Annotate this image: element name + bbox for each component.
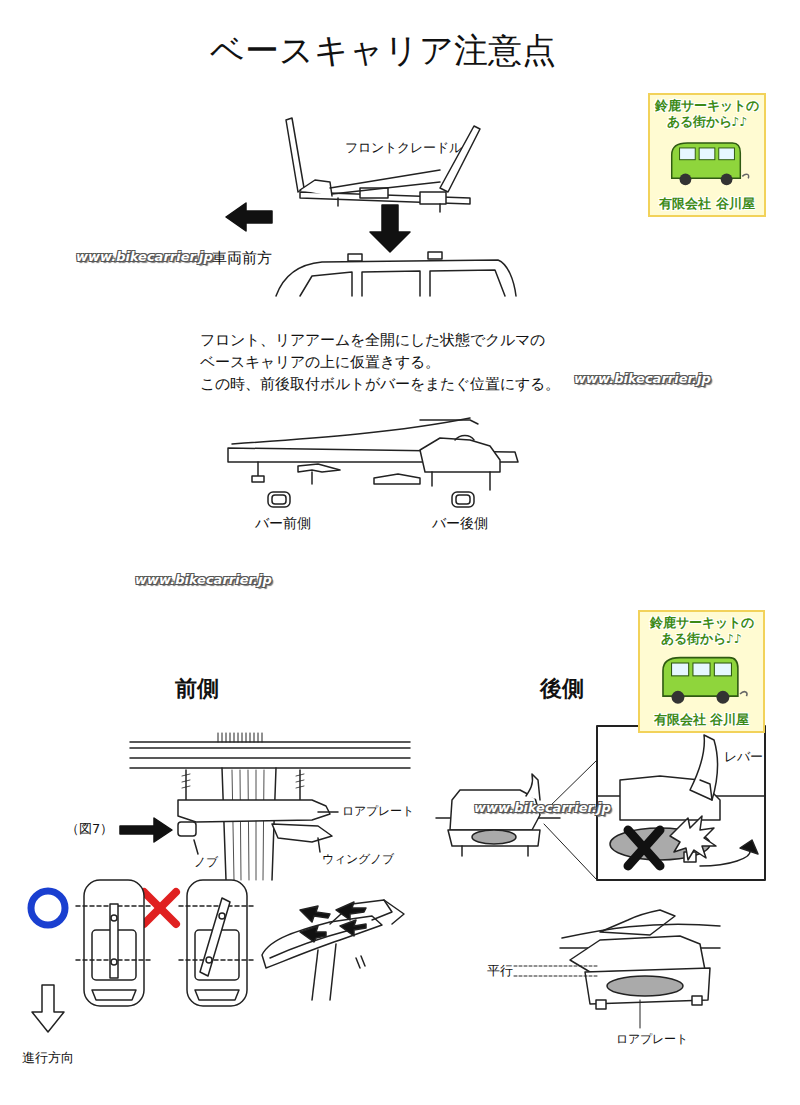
car-roof [276, 252, 516, 296]
front-cradle-drawing [286, 118, 480, 212]
badge-slogan: 鈴鹿サーキットの ある街から♪♪ [643, 615, 760, 648]
badge-company: 有限会社 谷川屋 [653, 196, 761, 212]
instruction-text: フロント、リアアームを全開にした状態でクルマの [200, 331, 545, 349]
badge-slogan: 鈴鹿サーキットの ある街から♪♪ [653, 98, 761, 131]
wing-knob-sketch [262, 900, 404, 1000]
badge-company: 有限会社 谷川屋 [643, 712, 760, 728]
ok-mark [31, 891, 65, 925]
watermark: www.bikecarrier.jp [135, 572, 272, 588]
part-label: ロアプレート [616, 1032, 688, 1046]
rear-detail-box [597, 726, 765, 880]
side-view-drawing [228, 418, 518, 507]
instruction-text: ベースキャリアの上に仮置きする。 [200, 353, 440, 371]
direction-label: 車両前方 [212, 249, 272, 267]
part-label: ノブ [194, 855, 218, 869]
page-title: ベースキャリア注意点 [0, 28, 766, 74]
shop-badge: 鈴鹿サーキットの ある街から♪♪ 有限会社 谷川屋 [648, 93, 766, 217]
part-label: ウィングノブ [322, 852, 394, 866]
bar-label: バー後側 [432, 515, 488, 532]
figure-number: （図7） [66, 821, 113, 837]
watermark: www.bikecarrier.jp [574, 371, 711, 387]
instruction-text: この時、前後取付ボルトがバーをまたぐ位置にする。 [200, 375, 560, 393]
watermark: www.bikecarrier.jp [76, 249, 213, 265]
part-label: フロントクレードル [345, 140, 462, 156]
ng-mark [144, 892, 176, 924]
section-heading: 後側 [540, 676, 584, 702]
van-picture [648, 652, 755, 708]
shop-badge: 鈴鹿サーキットの ある街から♪♪ 有限会社 谷川屋 [638, 610, 765, 733]
car-top-views [32, 880, 255, 1032]
part-label: レバー [724, 749, 763, 765]
rear-clamp-drawing [436, 760, 597, 880]
note-label: 平行 [487, 963, 513, 979]
van-picture [658, 135, 756, 192]
down-arrow [370, 205, 410, 252]
rear-parallel-drawing [514, 910, 720, 1028]
watermark: www.bikecarrier.jp [474, 800, 611, 816]
front-direction-arrow [226, 203, 272, 231]
direction-label: 進行方向 [22, 1050, 74, 1066]
bar-label: バー前側 [255, 515, 311, 532]
section-heading: 前側 [175, 676, 219, 702]
part-label: ロアプレート [342, 804, 414, 818]
